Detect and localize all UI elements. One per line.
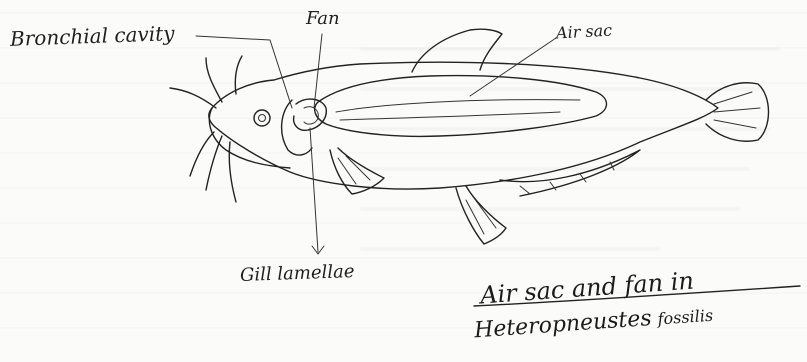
tail-fin-ray [714,120,756,128]
air-sac-outline [315,76,607,137]
leader-air-sac [470,38,556,96]
eye-icon [254,110,270,126]
fish-body-outline [209,62,718,189]
eye-pupil [259,115,266,122]
air-sac-inner-line [336,100,580,112]
dorsal-fin [412,29,502,72]
tail-fin-ray [714,108,760,112]
air-sac-inner-line-2 [340,112,560,120]
fan-structure [294,99,327,130]
pelvic-fin [456,186,506,244]
barbel [229,142,236,202]
label-bronchial-cavity: Bronchial cavity [10,23,175,49]
leader-gill-lamellae [310,128,318,252]
label-gill-lamellae: Gill lamellae [240,263,355,285]
anal-fin [500,150,640,196]
barbel [206,58,222,102]
label-fan: Fan [306,10,340,28]
tail-fin-ray [714,92,752,104]
pelvic-fin-ray [474,198,496,228]
pectoral-fin [330,148,384,194]
label-air-sac: Air sac [556,23,613,42]
leader-bronchial-cavity [196,36,292,108]
leader-fan [314,34,322,108]
caption-species-epithet: fossilis [657,306,714,329]
barbel [170,88,216,108]
anal-fin-ray [520,186,530,194]
pelvic-fin-ray [466,200,484,234]
